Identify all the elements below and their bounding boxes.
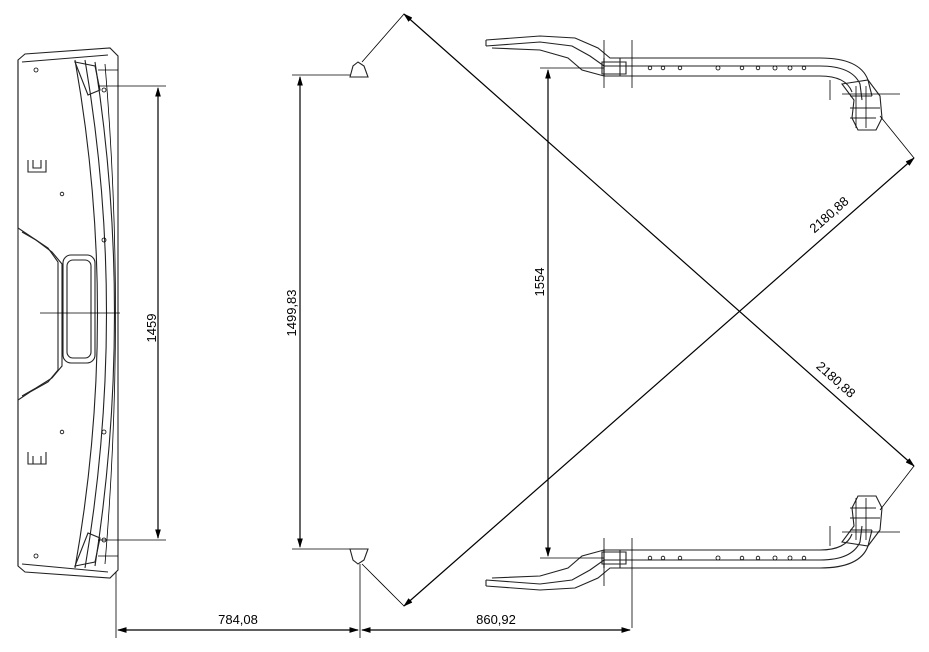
front-panel-part: [17, 47, 120, 579]
dim-label-diagonal-upper: 2180,88: [806, 193, 851, 235]
dim-label-left-height: 1459: [144, 314, 159, 343]
dimension-middle-height: 1499,83: [284, 74, 350, 550]
diagonal-extension-lines: [361, 13, 915, 607]
dimension-bottom: 784,08 860,92: [115, 564, 631, 638]
dim-label-middle-height: 1499,83: [284, 290, 299, 337]
middle-bracket-part: [349, 61, 369, 565]
dim-label-bottom-right: 860,92: [476, 612, 516, 627]
upper-rail-holes: [647, 65, 807, 71]
dim-label-diagonal-lower: 2180,88: [813, 358, 858, 400]
dimension-left-height: 1459: [118, 85, 166, 541]
dimension-diagonal-lower: 2180,88: [403, 13, 915, 467]
dim-label-right-height: 1554: [532, 268, 547, 297]
lower-rail-holes: [647, 555, 807, 561]
dim-label-bottom-left: 784,08: [218, 612, 258, 627]
